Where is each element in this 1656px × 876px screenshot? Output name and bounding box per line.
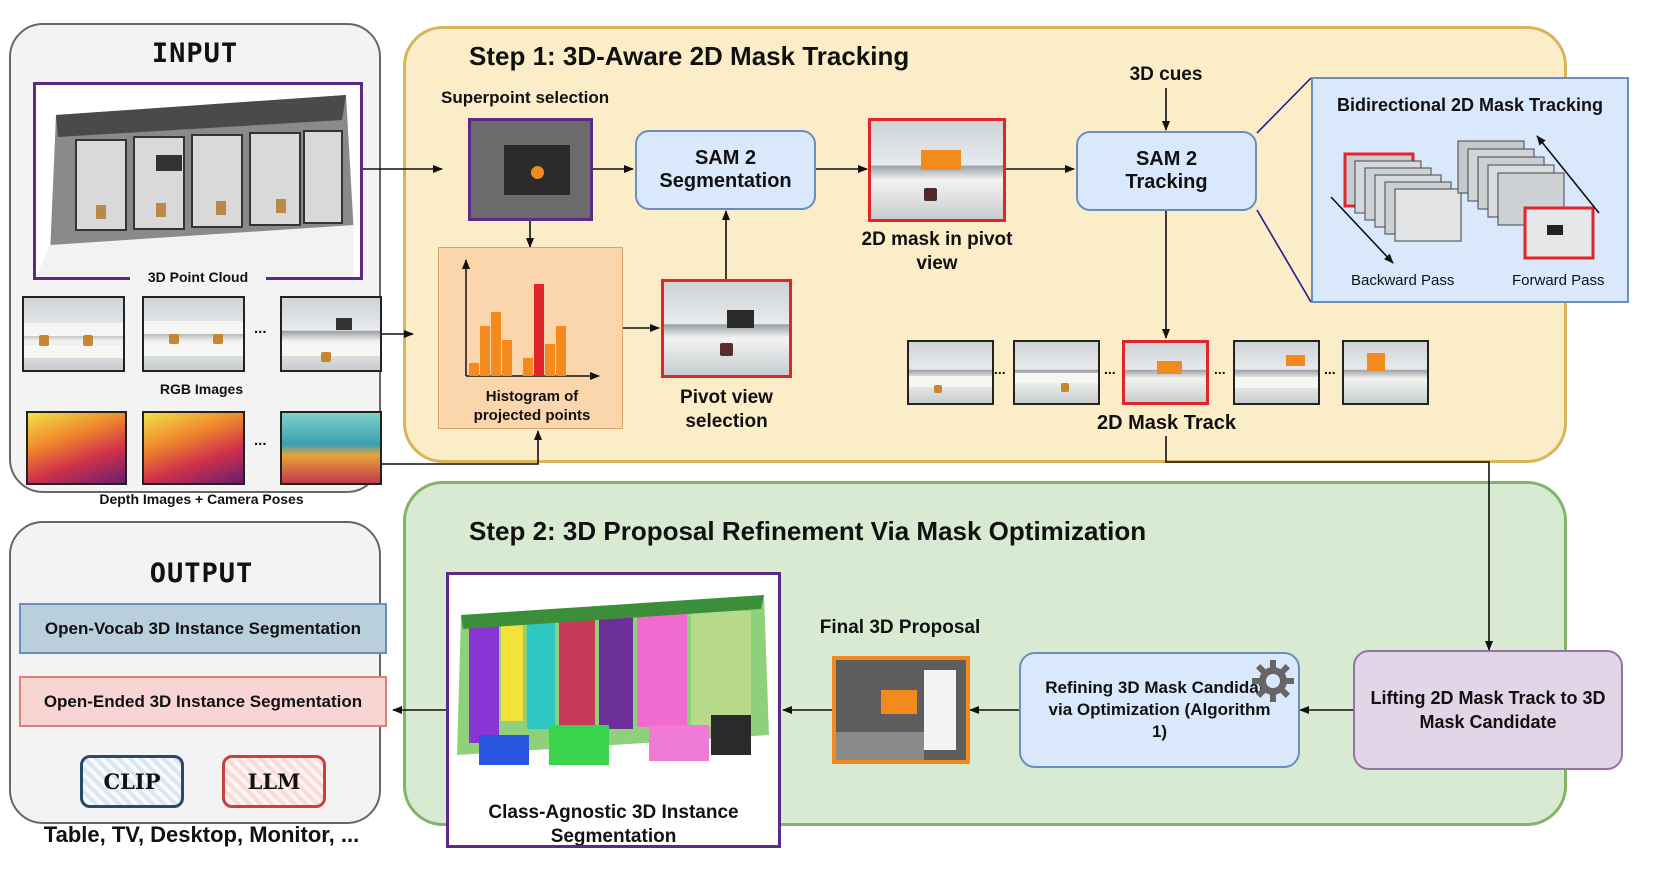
segmentation-drawing — [457, 595, 769, 765]
depth-label: Depth Images + Camera Poses — [99, 491, 304, 507]
clip-badge: CLIP — [80, 755, 184, 808]
superpoint-label: Superpoint selection — [441, 88, 610, 107]
rgb-ellipsis: ... — [254, 320, 267, 337]
class-agnostic-label: Class-Agnostic 3D Instance Segmentation — [488, 802, 739, 847]
mask-pivot-image — [868, 118, 1006, 222]
open-vocab-box: Open-Vocab 3D Instance Segmentation — [19, 603, 387, 654]
point-cloud-image — [33, 82, 363, 280]
point-cloud-label: 3D Point Cloud — [130, 269, 266, 285]
rgb-label: RGB Images — [159, 381, 244, 397]
input-title: INPUT — [151, 38, 239, 69]
final-mask-region — [881, 690, 917, 714]
track-ellipsis-1: ... — [994, 361, 1006, 377]
sam2-segmentation-box: SAM 2 Segmentation — [635, 130, 816, 210]
output-classes: Table, TV, Desktop, Monitor, ... — [43, 822, 360, 847]
bidirectional-title: Bidirectional 2D Mask Tracking — [1336, 95, 1604, 115]
track-ellipsis-3: ... — [1214, 361, 1226, 377]
track-frame-1 — [907, 340, 994, 405]
track-frame-4 — [1233, 340, 1320, 405]
point-cloud-drawing — [36, 95, 354, 277]
rgb-image-2 — [142, 296, 245, 372]
depth-image-2 — [142, 411, 245, 485]
depth-image-1 — [26, 411, 127, 485]
mask-pivot-label: 2D mask in pivot view — [861, 229, 1013, 274]
open-ended-box: Open-Ended 3D Instance Segmentation — [19, 676, 387, 727]
track-ellipsis-2: ... — [1104, 361, 1116, 377]
depth-ellipsis: ... — [254, 432, 267, 449]
sam2-tracking-box: SAM 2 Tracking — [1076, 131, 1257, 211]
superpoint-marker — [531, 166, 544, 179]
final-proposal-image — [832, 656, 970, 764]
output-title: OUTPUT — [149, 558, 254, 589]
refining-box: Refining 3D Mask Candidate via Optimizat… — [1019, 652, 1300, 768]
backward-pass-label: Backward Pass — [1351, 272, 1455, 289]
histogram-label: Histogram of projected points — [473, 388, 591, 424]
mask-track-label: 2D Mask Track — [1097, 412, 1236, 434]
track-frame-2 — [1013, 340, 1100, 405]
llm-badge: LLM — [222, 755, 326, 808]
pivot-view-image — [661, 279, 792, 378]
step2-title: Step 2: 3D Proposal Refinement Via Mask … — [469, 516, 1147, 546]
bidirectional-box: Bidirectional 2D Mask Tracking Backward … — [1311, 77, 1629, 303]
class-agnostic-image: Class-Agnostic 3D Instance Segmentation — [446, 572, 781, 848]
pivot-view-label: Pivot view selection — [680, 387, 773, 432]
track-ellipsis-4: ... — [1324, 361, 1336, 377]
forward-pass-label: Forward Pass — [1512, 272, 1605, 289]
lifting-box: Lifting 2D Mask Track to 3D Mask Candida… — [1353, 650, 1623, 770]
mask-orange-region — [921, 150, 961, 170]
track-frame-pivot — [1122, 340, 1209, 405]
rgb-image-1 — [22, 296, 125, 372]
histogram-chart — [462, 259, 600, 380]
histogram-box: Histogram of projected points — [438, 247, 623, 429]
gear-icon — [1250, 658, 1296, 709]
cues-label: 3D cues — [1129, 64, 1203, 85]
superpoint-image — [468, 118, 593, 221]
rgb-image-3 — [280, 296, 382, 372]
bidirectional-frames — [1330, 135, 1600, 264]
final-proposal-label: Final 3D Proposal — [819, 617, 981, 638]
track-frame-5 — [1342, 340, 1429, 405]
step1-title: Step 1: 3D-Aware 2D Mask Tracking — [469, 41, 910, 71]
depth-image-3 — [280, 411, 382, 485]
